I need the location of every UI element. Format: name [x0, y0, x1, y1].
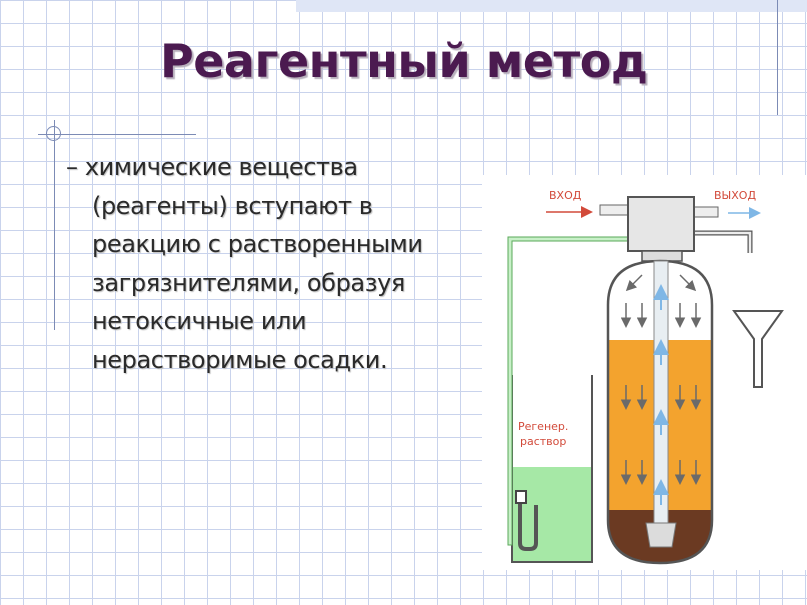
decor-line-vertical	[54, 120, 55, 330]
regen-solution	[512, 467, 592, 562]
body-line: – химические вещества	[66, 153, 358, 181]
regen-label-line1: Регенер.	[518, 420, 568, 433]
pipe-cap	[515, 490, 527, 504]
bottom-distributor	[645, 522, 677, 548]
body-line: реакцию с растворенными	[92, 230, 423, 258]
body-line: загрязнителями, образуя	[92, 268, 405, 297]
body-text: – химические вещества (реагенты) вступаю…	[66, 148, 486, 379]
valve-neck	[641, 250, 683, 262]
outlet-pipe	[691, 206, 719, 218]
filter-diagram: Регенер. раствор ВХОД ВЫХОД	[482, 175, 807, 570]
slide-title: Реагентный метод	[160, 34, 648, 88]
body-line: (реагенты) вступают в	[92, 191, 373, 220]
body-line: нетоксичные или	[92, 307, 307, 335]
funnel	[732, 310, 784, 388]
decor-circle	[46, 126, 61, 141]
control-valve	[627, 196, 695, 252]
body-line: нерастворимые осадки.	[92, 345, 388, 374]
filter-diagram-svg: Регенер. раствор ВХОД ВЫХОД	[507, 189, 784, 565]
regen-tank: Регенер. раствор	[511, 375, 593, 563]
outlet-label: ВЫХОД	[714, 189, 756, 202]
decor-line-vertical-right	[777, 0, 778, 115]
decor-line-horizontal	[38, 134, 196, 135]
top-band	[296, 0, 807, 12]
vessel-outline	[606, 259, 714, 565]
filter-vessel	[606, 259, 714, 565]
inlet-label: ВХОД	[549, 189, 582, 202]
suction-pipe	[518, 500, 538, 551]
funnel-shape	[732, 310, 784, 388]
regen-label-line2: раствор	[520, 435, 566, 448]
